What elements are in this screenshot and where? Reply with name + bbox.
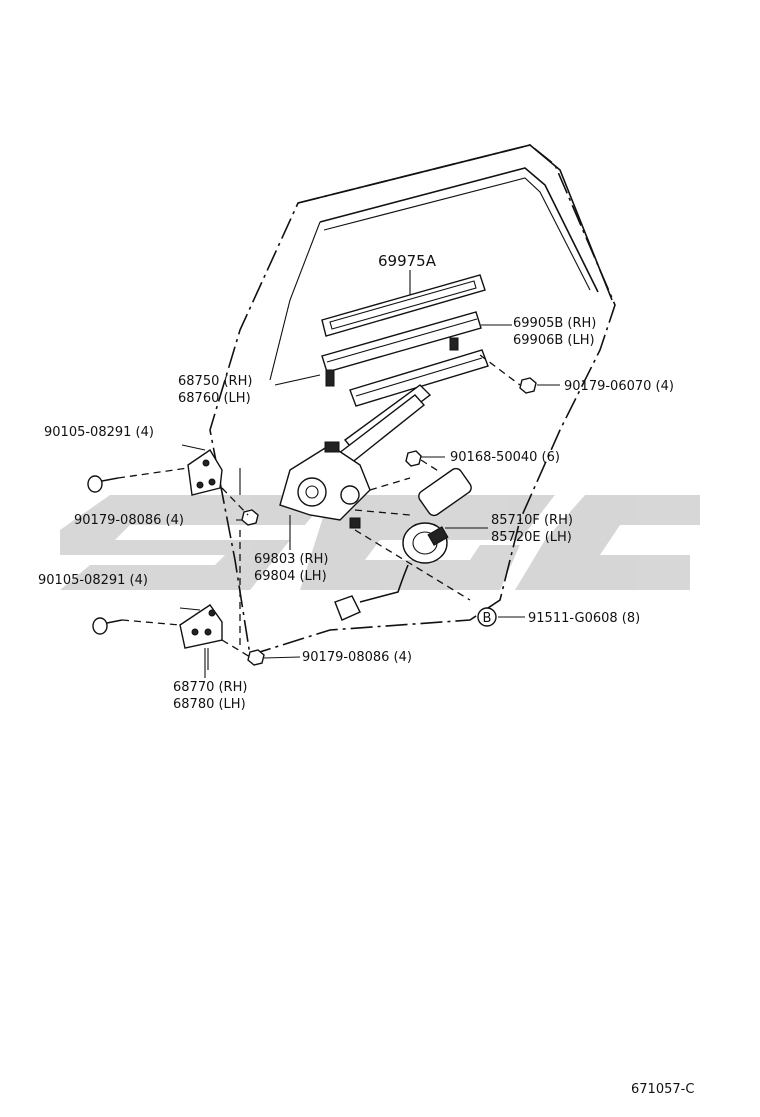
label-85710f: 85710F (RH): [491, 513, 573, 528]
label-90179-08086-bottom: 90179-08086 (4): [302, 650, 412, 665]
label-69906b: 69906B (LH): [513, 333, 595, 348]
assembly-dashes: [117, 354, 521, 658]
callout-b: B: [477, 607, 497, 627]
label-68780: 68780 (LH): [173, 697, 246, 712]
window-frame-inner2: [323, 177, 591, 291]
label-68750: 68750 (RH): [178, 374, 252, 389]
label-91511: 91511-G0608 (8): [528, 611, 640, 626]
label-90105-top: 90105-08291 (4): [44, 425, 154, 440]
label-90105-bottom: 90105-08291 (4): [38, 573, 148, 588]
bolt-90105-bottom-icon: [92, 617, 123, 635]
door-outline: [209, 144, 616, 657]
label-90168: 90168-50040 (6): [450, 450, 560, 465]
label-90179-08086-top: 90179-08086 (4): [74, 513, 184, 528]
hinge-lower: [179, 604, 223, 670]
label-69975a: 69975A: [378, 252, 437, 270]
window-lift-channel: [349, 349, 489, 407]
window-channel-69975a: [321, 274, 486, 337]
label-69804: 69804 (LH): [254, 569, 327, 584]
label-69905b: 69905B (RH): [513, 316, 596, 331]
label-85720e: 85720E (LH): [491, 530, 572, 545]
window-frame-outer: [297, 144, 613, 301]
watermark-logo: [60, 495, 700, 590]
nut-90179-06070-icon: [519, 377, 537, 394]
window-motor: [402, 467, 472, 564]
leader-lines: [179, 270, 560, 678]
window-regulator: [279, 384, 432, 529]
svg-text:B: B: [483, 611, 492, 626]
window-frame-inner: [319, 167, 599, 293]
label-68760: 68760 (LH): [178, 391, 251, 406]
label-69803: 69803 (RH): [254, 552, 328, 567]
label-90179-06070: 90179-06070 (4): [564, 379, 674, 394]
nut-90179-08086-top-icon: [241, 509, 259, 526]
window-glass-edge: [269, 221, 321, 381]
bolt-90168-icon: [405, 450, 422, 467]
bolt-90105-top-icon: [87, 475, 119, 493]
window-channel-69905b: [321, 311, 482, 387]
nut-90179-08086-bottom-icon: [247, 649, 265, 666]
diagram-code: 671057-C: [631, 1082, 694, 1097]
wire-harness: [334, 564, 409, 621]
label-68770: 68770 (RH): [173, 680, 247, 695]
hinge-upper: [187, 449, 223, 496]
